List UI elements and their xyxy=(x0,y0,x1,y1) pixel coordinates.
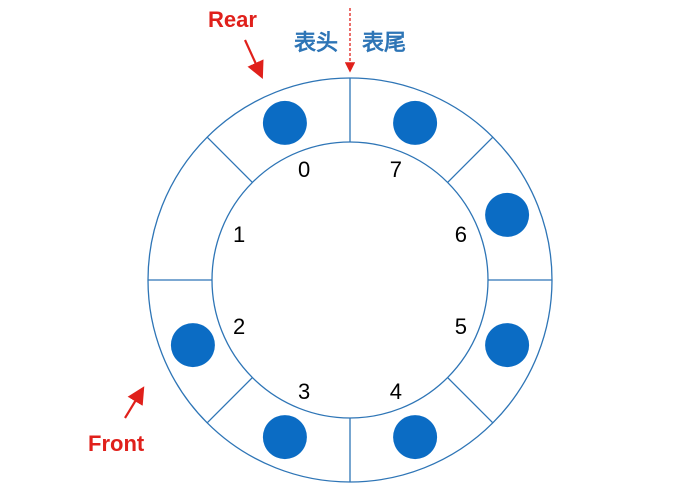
front-label: Front xyxy=(88,431,145,456)
slot-dot-5 xyxy=(485,323,530,368)
rear-label: Rear xyxy=(208,7,257,32)
slot-index-7: 7 xyxy=(390,157,402,182)
slot-dot-6 xyxy=(485,192,530,237)
head-label: 表头 xyxy=(294,31,338,56)
slot-index-0: 0 xyxy=(298,157,310,182)
slot-divider xyxy=(206,377,253,424)
slot-index-5: 5 xyxy=(455,314,467,339)
slot-dot-2 xyxy=(170,323,215,368)
slot-dots xyxy=(170,100,530,460)
slot-dot-0 xyxy=(262,100,307,145)
rear-arrow xyxy=(243,39,264,80)
slot-index-3: 3 xyxy=(298,379,310,404)
front-arrow xyxy=(124,386,145,419)
slot-dividers xyxy=(148,78,552,482)
slot-dot-3 xyxy=(262,415,307,460)
slot-divider xyxy=(447,377,494,424)
slot-index-6: 6 xyxy=(455,222,467,247)
slot-dot-7 xyxy=(393,100,438,145)
slot-indices: 0 1 2 3 4 5 6 7 xyxy=(233,157,467,404)
slot-divider xyxy=(206,136,253,183)
slot-dot-4 xyxy=(393,415,438,460)
slot-index-2: 2 xyxy=(233,314,245,339)
slot-index-1: 1 xyxy=(233,222,245,247)
slot-index-4: 4 xyxy=(390,379,402,404)
tail-label: 表尾 xyxy=(362,31,406,56)
inner-ring xyxy=(211,141,489,419)
slot-divider xyxy=(447,136,494,183)
